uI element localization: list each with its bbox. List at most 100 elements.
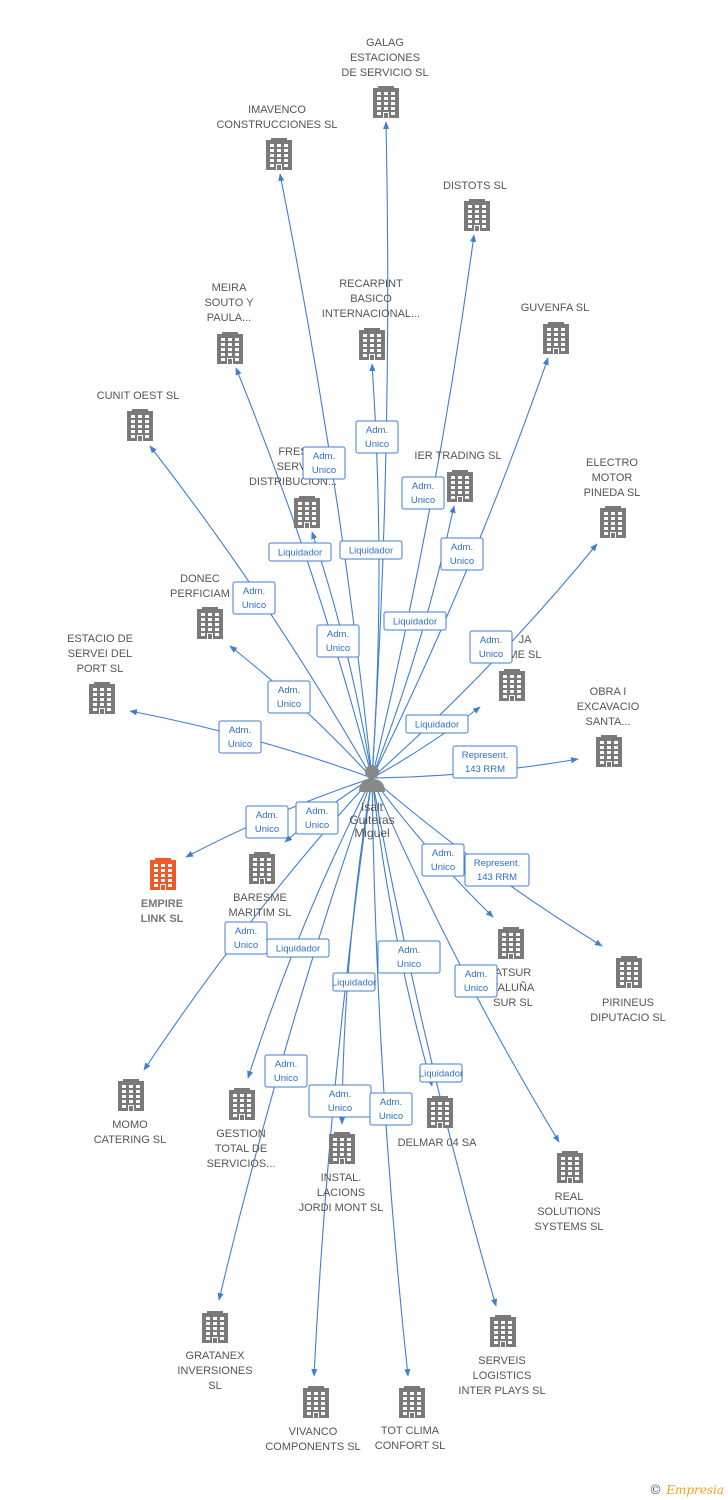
relation-label-r18[interactable]: Represent.143 RRM bbox=[464, 853, 530, 887]
building-icon bbox=[399, 1386, 425, 1418]
relation-text: Unico bbox=[379, 1111, 403, 1122]
company-label-line: GALAG bbox=[366, 37, 404, 49]
company-label-line: INSTAL. bbox=[321, 1172, 362, 1184]
relation-label-r22[interactable]: Liquidador bbox=[332, 972, 376, 992]
relation-text: Unico bbox=[431, 862, 455, 873]
relation-label-r25[interactable]: Liquidador bbox=[419, 1063, 463, 1083]
building-icon bbox=[127, 409, 153, 441]
relation-label-r16[interactable]: Adm.Unico bbox=[245, 805, 289, 839]
company-label-line: IER TRADING SL bbox=[414, 450, 501, 462]
company-node-cunit[interactable]: CUNIT OEST SL bbox=[97, 390, 180, 441]
relation-text: Adm. bbox=[329, 1089, 351, 1100]
company-label-line: MOTOR bbox=[592, 472, 633, 484]
relation-text: Unico bbox=[464, 983, 488, 994]
relation-box bbox=[295, 801, 339, 835]
company-label-line: CUNIT OEST SL bbox=[97, 390, 180, 402]
relation-text: Unico bbox=[277, 699, 301, 710]
building-icon bbox=[490, 1315, 516, 1347]
relation-text: Adm. bbox=[451, 542, 473, 553]
footer-brand[interactable]: © Empresia bbox=[649, 1483, 724, 1498]
company-label-line: ESTACIONES bbox=[350, 52, 420, 64]
relation-text: Adm. bbox=[327, 629, 349, 640]
company-node-ier[interactable]: IER TRADING SL bbox=[414, 450, 502, 502]
edge-recarpint bbox=[369, 363, 380, 779]
company-label-line: LACIONS bbox=[317, 1187, 365, 1199]
relation-label-r14[interactable]: Represent.143 RRM bbox=[452, 745, 518, 779]
building-icon bbox=[427, 1096, 453, 1128]
relation-label-r24[interactable]: Adm.Unico bbox=[264, 1054, 308, 1088]
relation-label-r3[interactable]: Adm.Unico bbox=[401, 476, 445, 510]
building-icon bbox=[303, 1386, 329, 1418]
relation-label-r13[interactable]: Liquidador bbox=[405, 714, 469, 734]
relation-label-r2[interactable]: Adm.Unico bbox=[302, 446, 346, 480]
building-icon bbox=[229, 1088, 255, 1120]
relation-label-r5[interactable]: Liquidador bbox=[339, 540, 403, 560]
relation-box bbox=[454, 964, 498, 998]
relation-label-r7[interactable]: Adm.Unico bbox=[232, 581, 276, 615]
relation-text: Unico bbox=[234, 940, 258, 951]
company-label-line: JA bbox=[519, 634, 533, 646]
company-label-line: EXCAVACIO bbox=[577, 701, 640, 713]
company-node-distots[interactable]: DISTOTS SL bbox=[443, 180, 507, 231]
relation-label-r27[interactable]: Adm.Unico bbox=[369, 1092, 413, 1126]
company-node-obra[interactable]: OBRA IEXCAVACIOSANTA... bbox=[577, 686, 640, 767]
company-label-line: INTER PLAYS SL bbox=[458, 1385, 545, 1397]
relation-label-r20[interactable]: Liquidador bbox=[266, 938, 330, 958]
relation-label-r9[interactable]: Adm.Unico bbox=[316, 624, 360, 658]
relation-text: Adm. bbox=[229, 725, 251, 736]
relation-label-r15[interactable]: Adm.Unico bbox=[295, 801, 339, 835]
relation-label-r23[interactable]: Adm.Unico bbox=[454, 964, 498, 998]
relation-label-r12[interactable]: Adm.Unico bbox=[218, 720, 262, 754]
company-label-line: SYSTEMS SL bbox=[534, 1221, 603, 1233]
relation-text: Unico bbox=[450, 556, 474, 567]
edge-momo bbox=[143, 777, 373, 1071]
company-label-line: TOT CLIMA bbox=[381, 1425, 440, 1437]
company-node-guvenfa[interactable]: GUVENFA SL bbox=[521, 302, 589, 354]
company-node-delmar[interactable]: DELMAR 04 SA bbox=[398, 1096, 478, 1149]
relation-label-r11[interactable]: Adm.Unico bbox=[267, 680, 311, 714]
person-name-line: Isalt bbox=[361, 800, 384, 814]
relation-label-r17[interactable]: Adm. Unico bbox=[421, 843, 465, 877]
edge-totclima bbox=[371, 777, 411, 1377]
company-label-line: SERVICIOS... bbox=[207, 1158, 276, 1170]
company-node-recarpint[interactable]: RECARPINTBASICOINTERNACIONAL... bbox=[322, 278, 420, 360]
relation-label-r10[interactable]: Adm.Unico bbox=[469, 630, 513, 664]
edge-delmar bbox=[371, 777, 434, 1087]
company-label-line: LINK SL bbox=[141, 913, 184, 925]
company-label-line: FRES bbox=[278, 446, 307, 458]
person-icon bbox=[359, 765, 385, 792]
relation-text: Adm. bbox=[432, 848, 454, 859]
relation-label-r19[interactable]: Adm.Unico bbox=[224, 921, 268, 955]
relation-text: Liquidador bbox=[278, 548, 322, 559]
relation-label-r21[interactable]: Adm.Unico bbox=[377, 940, 441, 974]
relation-label-r6[interactable]: Adm. Unico bbox=[440, 537, 484, 571]
relation-label-r8[interactable]: Liquidador bbox=[383, 611, 447, 631]
building-icon bbox=[202, 1311, 228, 1343]
relation-label-r4[interactable]: Liquidador bbox=[268, 542, 332, 562]
relation-text: Unico bbox=[411, 495, 435, 506]
company-label-line: SERVEI DEL bbox=[68, 648, 133, 660]
relation-label-r1[interactable]: Adm.Unico bbox=[355, 420, 399, 454]
relation-label-r26[interactable]: Adm.Unico bbox=[308, 1084, 372, 1118]
edge-serveis bbox=[371, 777, 498, 1307]
